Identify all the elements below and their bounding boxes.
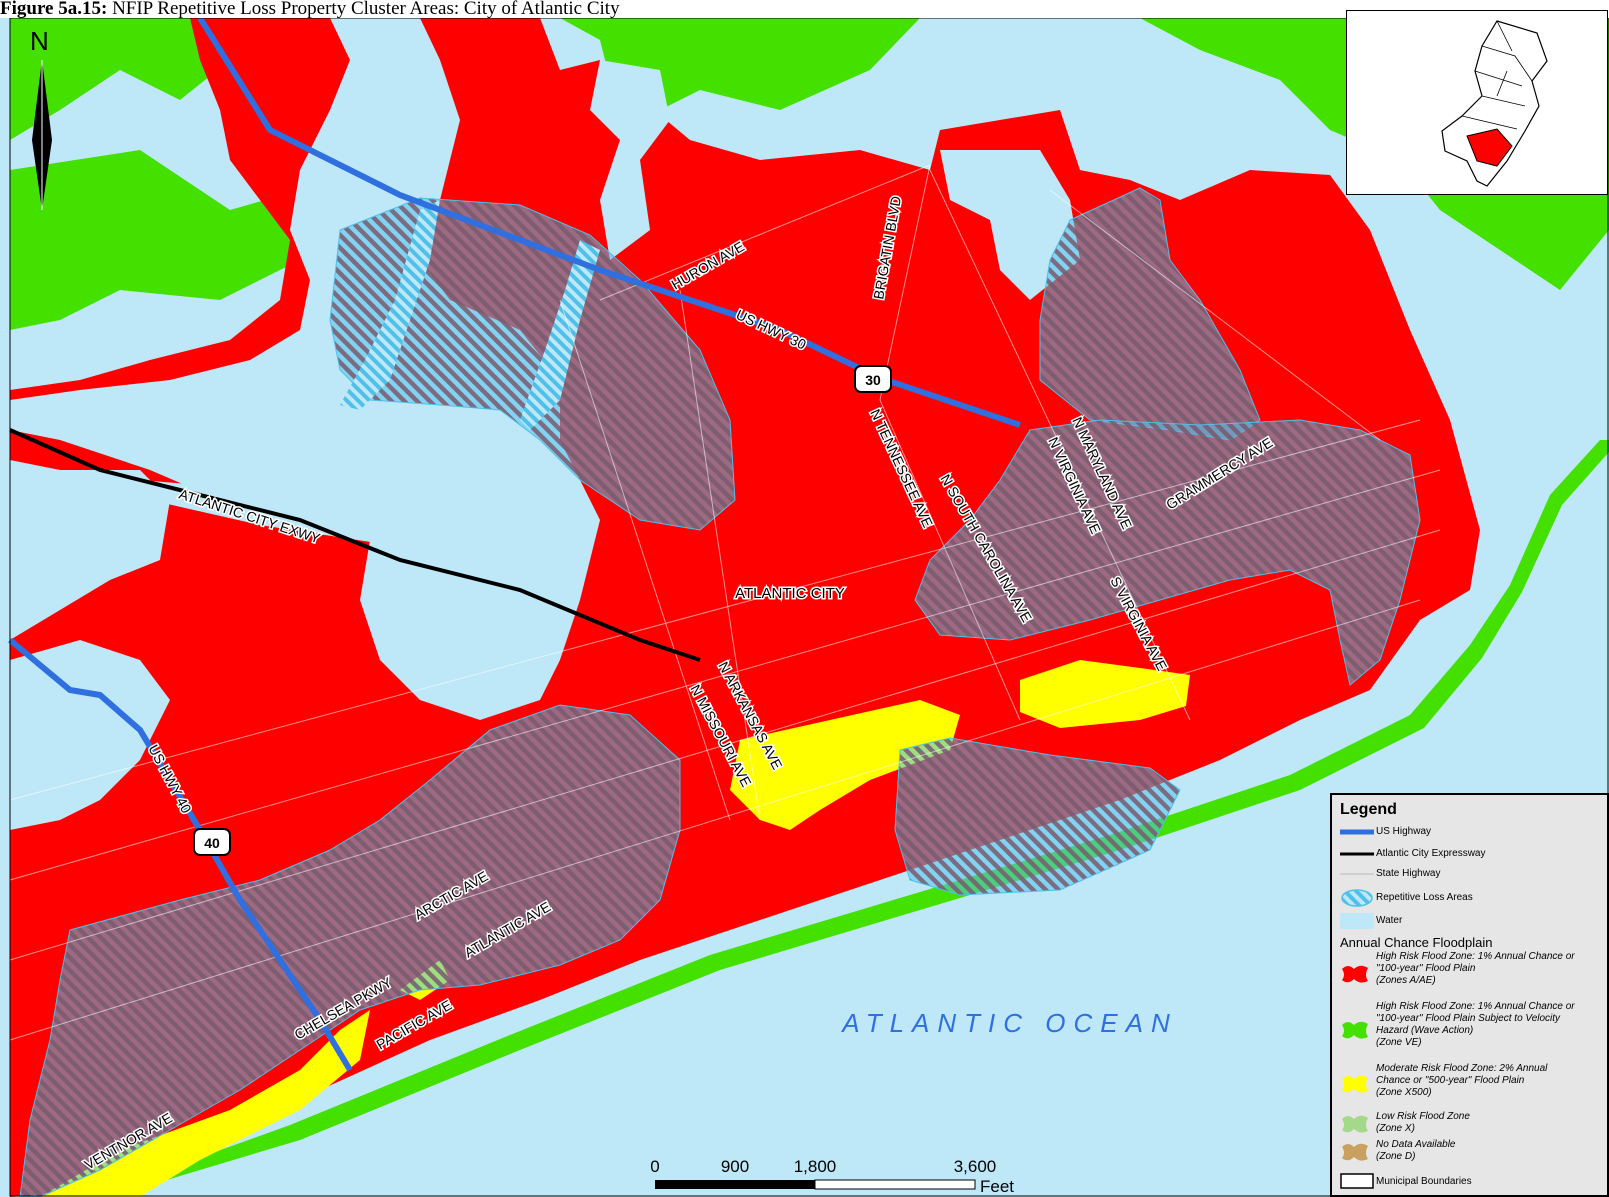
nj-state-outline bbox=[1441, 20, 1548, 187]
scale-bar: 0 900 1,800 3,600 Feet bbox=[650, 1157, 1014, 1196]
svg-text:30: 30 bbox=[865, 372, 881, 388]
legend-zone-d: No Data Available (Zone D) bbox=[1332, 1139, 1609, 1165]
map-frame bbox=[9, 18, 1609, 1197]
legend-expressway: Atlantic City Expressway bbox=[1340, 848, 1486, 859]
legend-zone-ae: High Risk Flood Zone: 1% Annual Chance o… bbox=[1332, 951, 1609, 999]
water-channel-2 bbox=[590, 60, 670, 260]
ocean-label: ATLANTIC OCEAN bbox=[840, 1008, 1177, 1038]
moderate-risk-zone-2 bbox=[1020, 660, 1190, 728]
legend-water: Water bbox=[1332, 913, 1609, 929]
caption-number: Figure 5a.15: bbox=[0, 0, 108, 18]
ocean bbox=[100, 440, 1609, 1197]
water-inlet-west bbox=[10, 640, 170, 830]
caption-text: NFIP Repetitive Loss Property Cluster Ar… bbox=[107, 0, 620, 18]
us-40-shield: 40 bbox=[193, 828, 231, 856]
legend-state-highway: State Highway bbox=[1340, 868, 1441, 879]
repetitive-loss-area-south bbox=[894, 737, 1181, 896]
svg-text:900: 900 bbox=[721, 1157, 749, 1176]
legend-zone-x500: Moderate Risk Flood Zone: 2% Annual Chan… bbox=[1332, 1063, 1609, 1105]
repetitive-loss-area-southwest bbox=[19, 704, 681, 1197]
locator-inset bbox=[1346, 10, 1608, 195]
water-channel-1 bbox=[10, 18, 600, 720]
figure-caption: Figure 5a.15: NFIP Repetitive Loss Prope… bbox=[0, 0, 1609, 18]
atlantic-county-highlight bbox=[1466, 128, 1513, 167]
legend-us-highway: US Highway bbox=[1340, 826, 1432, 837]
city-label: ATLANTIC CITY bbox=[735, 585, 845, 602]
legend-title: Legend bbox=[1340, 801, 1397, 818]
legend-zone-x: Low Risk Flood Zone (Zone X) bbox=[1332, 1111, 1609, 1137]
atlantic-city-expressway bbox=[9, 428, 701, 662]
legend-municipal: Municipal Boundaries bbox=[1332, 1173, 1609, 1191]
map-legend: Legend US Highway Atlantic City Expressw… bbox=[1330, 793, 1609, 1197]
water-channel-3 bbox=[940, 150, 1080, 300]
svg-text:Feet: Feet bbox=[980, 1177, 1014, 1196]
north-arrow: N bbox=[30, 26, 52, 210]
repetitive-loss-water-1 bbox=[340, 200, 440, 410]
svg-text:40: 40 bbox=[204, 835, 220, 851]
svg-text:1,800: 1,800 bbox=[794, 1157, 837, 1176]
velocity-zone-west bbox=[10, 150, 300, 330]
svg-text:3,600: 3,600 bbox=[954, 1157, 997, 1176]
repetitive-loss-area-east bbox=[914, 419, 1421, 686]
svg-text:0: 0 bbox=[650, 1157, 659, 1176]
repetitive-loss-water-2 bbox=[520, 240, 600, 430]
svg-text:N: N bbox=[30, 26, 49, 56]
street-grid bbox=[9, 164, 1441, 1041]
us-30-shield: 30 bbox=[854, 365, 892, 393]
legend-zone-ve: High Risk Flood Zone: 1% Annual Chance o… bbox=[1332, 1001, 1609, 1061]
legend-repetitive-loss: Repetitive Loss Areas bbox=[1332, 889, 1609, 907]
